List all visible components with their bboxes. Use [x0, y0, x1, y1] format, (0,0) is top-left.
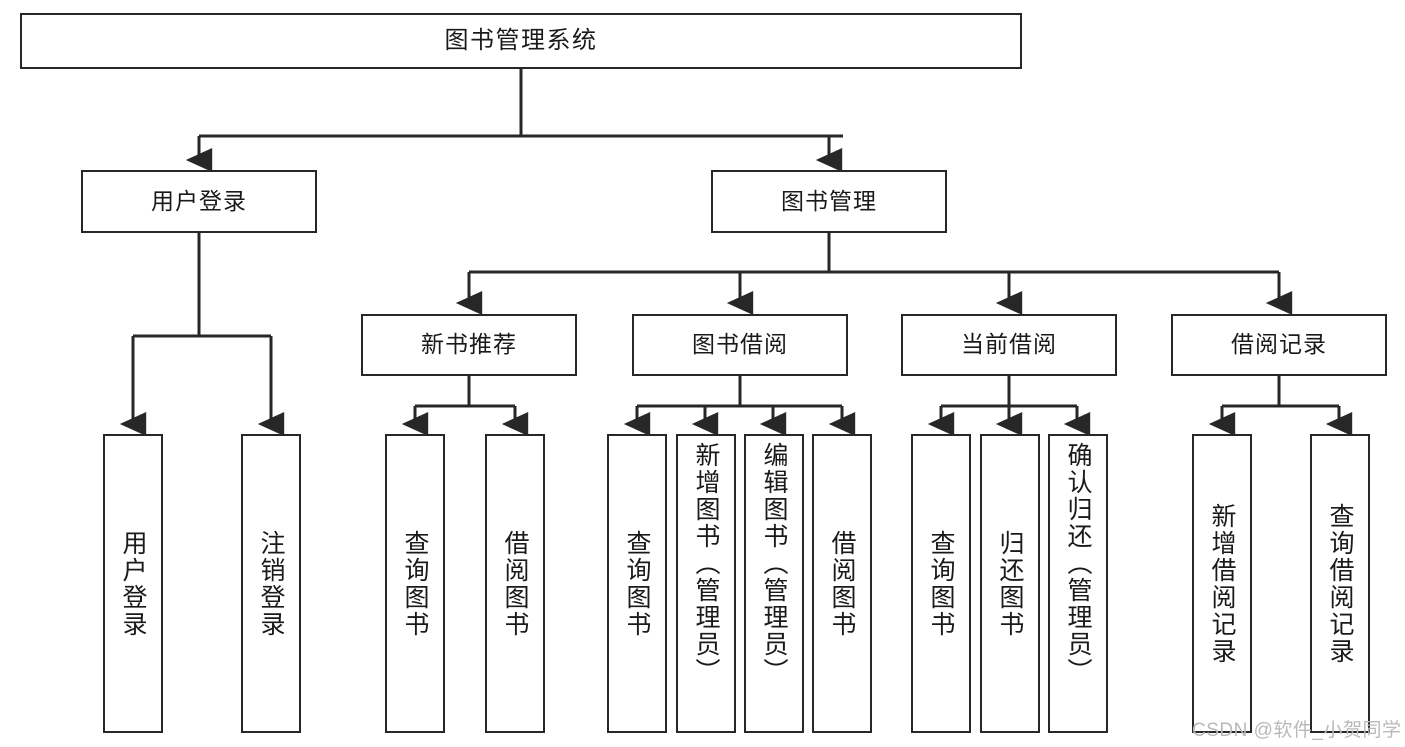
leaf-user-login-logout[interactable]: 注销登录 — [241, 434, 301, 733]
csdn-watermark: CSDN @软件_小贺同学 — [1192, 720, 1402, 741]
node-borrow-record[interactable]: 借阅记录 — [1171, 314, 1387, 376]
leaf-current-borrow-confirm[interactable]: 确认归还（管理员） — [1048, 434, 1108, 733]
node-label: 新书推荐 — [421, 331, 517, 358]
node-label: 查询借阅记录 — [1326, 502, 1354, 665]
node-label: 图书借阅 — [692, 331, 788, 358]
node-label: 当前借阅 — [961, 331, 1057, 358]
leaf-book-borrow-edit[interactable]: 编辑图书（管理员） — [744, 434, 804, 733]
node-current-borrow[interactable]: 当前借阅 — [901, 314, 1117, 376]
node-label: 用户登录 — [151, 187, 247, 214]
node-label: 借阅记录 — [1231, 331, 1327, 358]
node-label: 借阅图书 — [828, 529, 856, 638]
leaf-current-borrow-query[interactable]: 查询图书 — [911, 434, 971, 733]
leaf-user-login-login[interactable]: 用户登录 — [103, 434, 163, 733]
node-label: 注销登录 — [257, 529, 285, 638]
node-label: 借阅图书 — [501, 529, 529, 638]
node-label: 新增图书（管理员） — [692, 442, 720, 685]
node-label: 用户登录 — [119, 529, 147, 638]
node-label: 图书管理系统 — [444, 26, 598, 54]
leaf-new-book-borrow[interactable]: 借阅图书 — [485, 434, 545, 733]
node-label: 新增借阅记录 — [1208, 502, 1236, 665]
leaf-book-borrow-query[interactable]: 查询图书 — [607, 434, 667, 733]
leaf-new-book-query[interactable]: 查询图书 — [385, 434, 445, 733]
node-label: 查询图书 — [927, 529, 955, 638]
node-label: 查询图书 — [623, 529, 651, 638]
leaf-book-borrow-add[interactable]: 新增图书（管理员） — [676, 434, 736, 733]
node-new-book-recommend[interactable]: 新书推荐 — [361, 314, 577, 376]
node-book-borrow[interactable]: 图书借阅 — [632, 314, 848, 376]
node-label: 确认归还（管理员） — [1064, 442, 1092, 685]
node-label: 查询图书 — [401, 529, 429, 638]
node-label: 归还图书 — [996, 529, 1024, 638]
node-label: 图书管理 — [781, 187, 877, 214]
node-root-system[interactable]: 图书管理系统 — [20, 13, 1022, 69]
leaf-current-borrow-return[interactable]: 归还图书 — [980, 434, 1040, 733]
leaf-borrow-record-query[interactable]: 查询借阅记录 — [1310, 434, 1370, 733]
leaf-book-borrow-borrow[interactable]: 借阅图书 — [812, 434, 872, 733]
node-label: 编辑图书（管理员） — [760, 442, 788, 685]
leaf-borrow-record-add[interactable]: 新增借阅记录 — [1192, 434, 1252, 733]
node-user-login[interactable]: 用户登录 — [81, 170, 317, 233]
node-book-management[interactable]: 图书管理 — [711, 170, 947, 233]
